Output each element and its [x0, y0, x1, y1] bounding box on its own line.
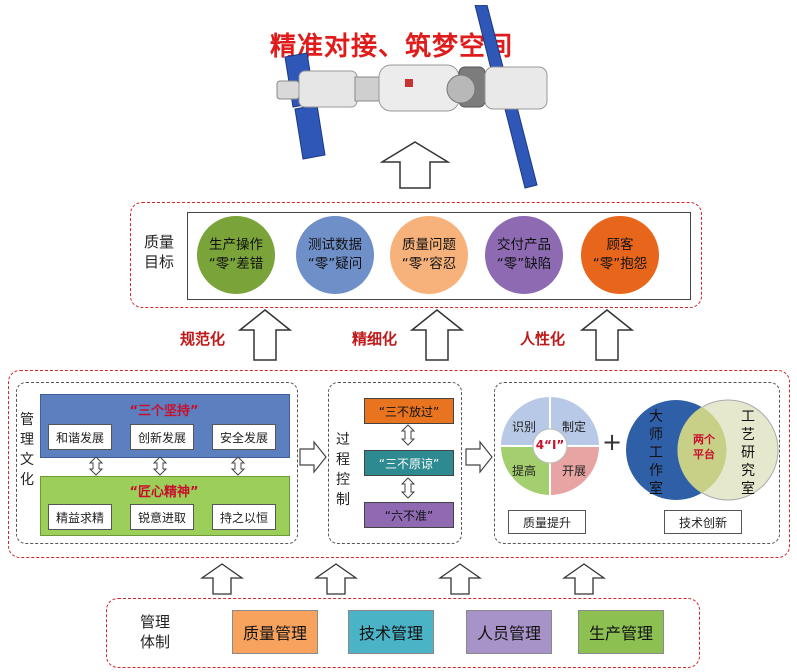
quality-goal-line2: “零”差错 — [208, 256, 264, 272]
label-refinement: 精细化 — [352, 330, 398, 348]
quality-goals-label: 质量 目标 — [143, 233, 174, 271]
quality-goal-line1: 测试数据 — [308, 237, 362, 253]
four-i-center: 4“I” — [535, 438, 565, 452]
management-culture-box — [16, 382, 298, 544]
process-item: “六不准” — [364, 502, 454, 528]
quality-goal-circle: 顾客 “零”抱怨 — [581, 216, 659, 294]
quality-goal-line1: 质量问题 — [402, 237, 456, 253]
up-arrow-bottom-4 — [562, 563, 606, 595]
quality-goal-circle: 测试数据 “零”疑问 — [296, 216, 374, 294]
up-arrow-right — [580, 309, 634, 361]
quadrant-identify: 识别 — [512, 420, 537, 434]
quality-goal-line2: “零”容忍 — [401, 256, 457, 272]
management-item: 质量管理 — [232, 610, 318, 654]
management-item: 人员管理 — [466, 610, 552, 654]
three-persist-title: “三个坚持” — [129, 404, 199, 419]
right-arrow-1 — [299, 440, 327, 474]
up-arrow-bottom-3 — [438, 563, 482, 595]
quality-goal-circle: 质量问题 “零”容忍 — [390, 216, 468, 294]
quality-goal-line1: 顾客 — [606, 237, 634, 253]
management-item: 技术管理 — [348, 610, 434, 654]
management-item: 生产管理 — [578, 610, 664, 654]
double-arrows-process — [400, 424, 416, 499]
quadrant-formulate: 制定 — [562, 420, 587, 434]
space-station-illustration — [276, 5, 548, 189]
up-arrow-middle — [410, 309, 464, 361]
process-control-label: 过 程 控 制 — [336, 432, 350, 508]
process-item: “三不原谅” — [364, 450, 454, 476]
venn-diagram — [626, 399, 779, 501]
three-persist-item: 和谐发展 — [48, 424, 112, 450]
process-item: “三不放过” — [364, 398, 454, 424]
quality-goal-line1: 交付产品 — [497, 237, 551, 253]
management-culture-label: 管 理 文 化 — [20, 412, 34, 488]
quadrant-carry-out: 开展 — [562, 464, 587, 478]
three-persist-item: 创新发展 — [130, 424, 194, 450]
management-system-section — [106, 598, 700, 668]
quality-goal-line2: “零”抱怨 — [592, 256, 648, 272]
venn-left-label: 大 师 工 作 室 — [649, 409, 663, 497]
venn-right-label: 工 艺 研 究 室 — [741, 409, 755, 497]
plus-sign: + — [602, 428, 623, 456]
management-system-label: 管理 体制 — [140, 613, 171, 651]
up-arrow-bottom-2 — [314, 563, 358, 595]
four-i-pie — [498, 394, 602, 498]
craftsman-item: 精益求精 — [48, 504, 112, 530]
process-control-box — [328, 382, 462, 544]
up-arrow-left — [238, 309, 292, 361]
improvement-innovation-box — [494, 382, 780, 544]
middle-section — [8, 370, 790, 558]
label-standardization: 规范化 — [180, 330, 226, 348]
craftsman-title: “匠心精神” — [129, 485, 199, 500]
quality-goal-circle: 交付产品 “零”缺陷 — [485, 216, 563, 294]
double-arrows-culture — [88, 456, 246, 476]
page-title: 精准对接、筑梦空间 — [270, 32, 514, 62]
quality-goal-circle: 生产操作 “零”差错 — [197, 216, 275, 294]
right-arrow-2 — [465, 440, 493, 474]
quality-goal-line2: “零”疑问 — [307, 256, 363, 272]
quality-goal-line1: 生产操作 — [209, 237, 263, 253]
quality-improvement-caption: 质量提升 — [508, 510, 586, 534]
craftsman-item: 持之以恒 — [212, 504, 276, 530]
quality-goal-line2: “零”缺陷 — [496, 256, 552, 272]
up-arrow-bottom-1 — [200, 563, 244, 595]
up-arrow-top — [380, 141, 450, 189]
three-persist-item: 安全发展 — [212, 424, 276, 450]
quality-goals-section — [130, 202, 702, 308]
venn-overlap-label: 两个 平台 — [693, 433, 715, 461]
quadrant-improve: 提高 — [512, 464, 537, 478]
craftsman-item: 锐意进取 — [130, 504, 194, 530]
tech-innovation-caption: 技术创新 — [664, 510, 742, 534]
label-humanization: 人性化 — [520, 330, 566, 348]
